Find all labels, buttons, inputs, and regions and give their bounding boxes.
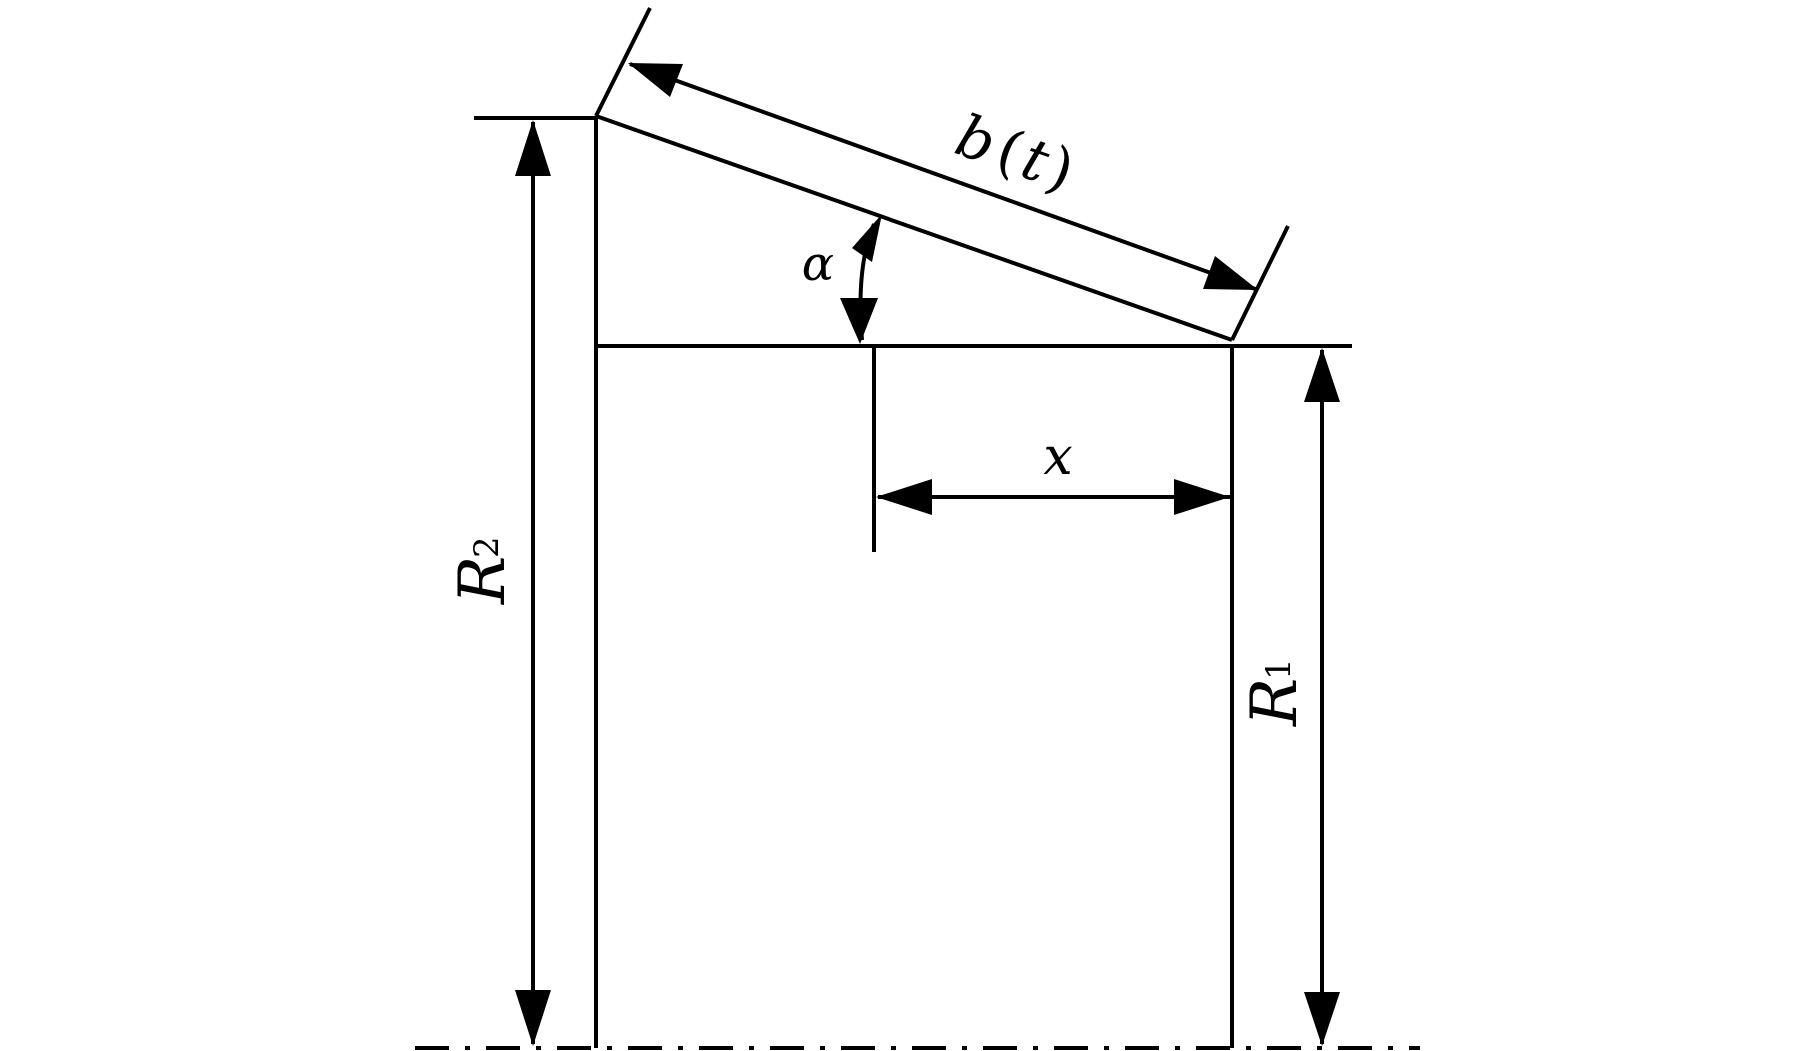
x-arrowhead-left [876, 479, 932, 515]
r1-label: R 1 [1238, 658, 1312, 727]
svg-text:R: R [1238, 678, 1312, 727]
svg-text:2: 2 [467, 536, 507, 558]
r1-arrowhead-bottom [1304, 992, 1340, 1046]
alpha-label: α [802, 236, 834, 292]
alpha-arrowhead-bottom [840, 298, 878, 344]
r1-arrowhead-top [1304, 348, 1340, 402]
b-extension-tick-right [1230, 225, 1290, 341]
svg-text:R: R [446, 556, 520, 605]
b-dimension-line [629, 62, 1259, 292]
r2-label: R 2 [446, 536, 520, 605]
svg-text:1: 1 [1259, 658, 1299, 680]
r2-arrowhead-bottom [515, 990, 551, 1046]
r2-arrowhead-top [515, 120, 551, 176]
b-label: b(t) [947, 101, 1083, 205]
b-arrowhead-end [1203, 256, 1258, 290]
b-arrowhead-start [628, 63, 683, 97]
x-arrowhead-right [1174, 479, 1230, 515]
alpha-arrowhead-top [852, 214, 882, 262]
slanted-edge [595, 114, 1233, 342]
x-label: x [1043, 427, 1072, 487]
b-extension-tick-left [594, 7, 652, 117]
